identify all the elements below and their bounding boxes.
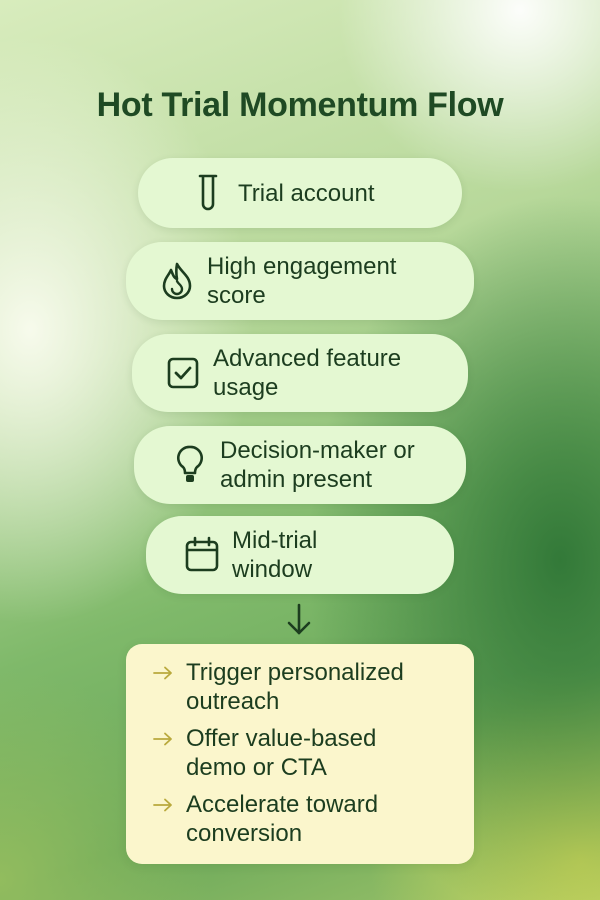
- arrow-right-icon: [152, 790, 176, 819]
- step-high-engagement: High engagement score: [126, 242, 474, 320]
- step-mid-trial: Mid-trial window: [146, 516, 454, 594]
- action-label: Trigger personalized outreach: [186, 659, 404, 715]
- lightbulb-icon: [172, 445, 208, 485]
- step-advanced-feature: Advanced feature usage: [132, 334, 468, 412]
- arrow-right-icon: [152, 724, 176, 753]
- diagram-title: Hot Trial Momentum Flow: [96, 86, 504, 124]
- action-label: Accelerate toward conversion: [186, 791, 379, 847]
- arrow-down-icon: [287, 603, 311, 635]
- calendar-icon: [184, 535, 220, 575]
- action-item: Trigger personalized outreach: [152, 658, 460, 716]
- step-label: Decision-maker or admin present: [220, 437, 415, 493]
- arrow-right-icon: [152, 658, 176, 687]
- step-label: High engagement score: [207, 253, 397, 309]
- action-item: Accelerate toward conversion: [152, 790, 460, 848]
- action-box: Trigger personalized outreach Offer valu…: [126, 644, 474, 864]
- step-decision-maker: Decision-maker or admin present: [134, 426, 466, 504]
- step-trial-account: Trial account: [138, 158, 462, 228]
- checkbox-icon: [165, 353, 201, 393]
- flame-icon: [159, 261, 195, 301]
- test-tube-icon: [190, 173, 226, 213]
- step-label: Advanced feature usage: [213, 345, 402, 401]
- action-label: Offer value-based demo or CTA: [186, 725, 377, 781]
- step-label: Mid-trial window: [232, 527, 318, 583]
- action-item: Offer value-based demo or CTA: [152, 724, 460, 782]
- step-label: Trial account: [238, 179, 375, 207]
